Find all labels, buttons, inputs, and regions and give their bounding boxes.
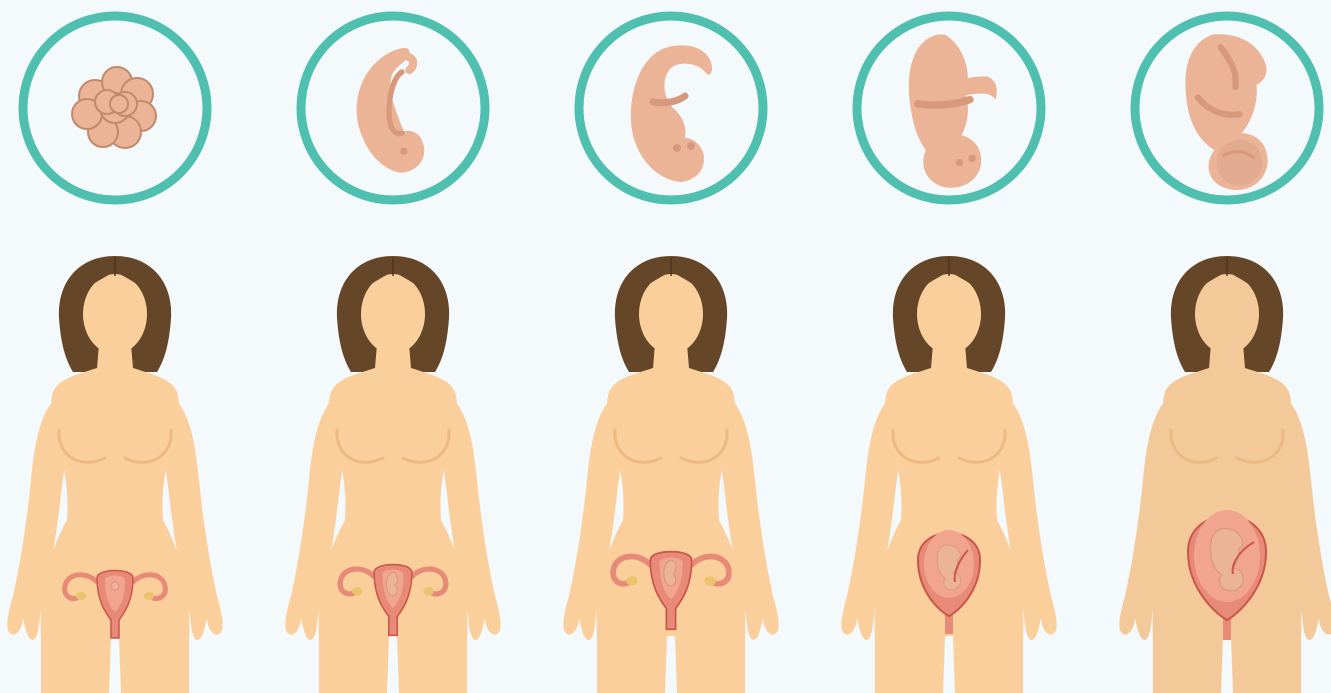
face <box>1195 274 1259 354</box>
stage-3 <box>540 0 802 693</box>
stage-1 <box>0 0 246 693</box>
ovary <box>423 587 434 595</box>
ovary <box>352 587 363 595</box>
fetus-icon <box>857 16 1041 200</box>
woman-figure <box>285 256 500 693</box>
face <box>639 274 703 354</box>
stage-5 <box>1096 0 1331 693</box>
stage-figure <box>0 0 246 693</box>
stage-4 <box>818 0 1080 693</box>
face <box>83 274 147 354</box>
ovary <box>704 576 716 585</box>
woman-figure <box>563 256 778 693</box>
stage-figure <box>1096 0 1331 693</box>
face <box>917 274 981 354</box>
ovary <box>144 592 154 600</box>
ovary <box>626 576 638 585</box>
woman-figure <box>7 256 222 693</box>
stage-figure <box>262 0 524 693</box>
early-embryo-icon <box>301 16 485 200</box>
stage-figure <box>540 0 802 693</box>
woman-figure <box>841 256 1056 693</box>
late-fetus-icon <box>1135 16 1319 200</box>
embryo-icon <box>579 16 763 200</box>
cell-cluster-icon <box>23 16 207 200</box>
ovary <box>76 592 86 600</box>
stage-2 <box>262 0 524 693</box>
face <box>361 274 425 354</box>
stage-figure <box>818 0 1080 693</box>
woman-figure <box>1119 256 1331 693</box>
